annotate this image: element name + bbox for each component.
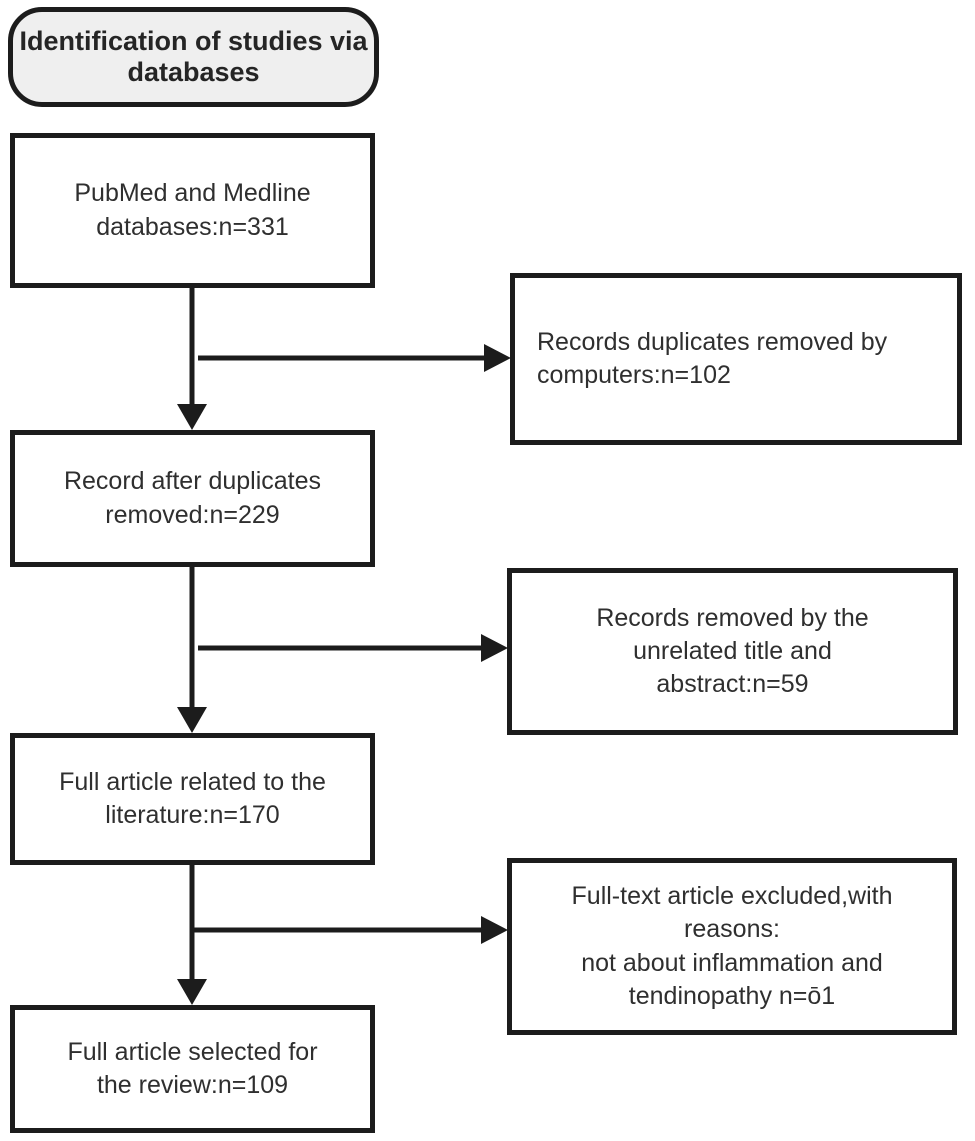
arrow-down-databases-to-after-duplicates: [177, 288, 207, 430]
arrow-right-to-fulltext-excluded: [192, 916, 508, 944]
arrow-right-to-duplicates-removed: [198, 344, 511, 372]
flow-box-databases: PubMed and Medline databases:n=331: [10, 133, 375, 288]
flow-box-unrelated-removed-label: Records removed by the unrelated title a…: [596, 603, 869, 699]
flow-box-fulltext-excluded: Full-text article excluded,with reasons:…: [507, 858, 957, 1035]
flow-box-full-article-selected-label: Full article selected for the review:n=1…: [67, 1037, 318, 1099]
arrow-right-to-unrelated-removed: [198, 634, 508, 662]
flow-box-full-article-related-label: Full article related to the literature:n…: [59, 767, 326, 829]
flow-box-unrelated-removed: Records removed by the unrelated title a…: [507, 568, 958, 735]
title-box-identification: Identification of studies via databases: [8, 7, 379, 107]
arrow-down-full-article-related-to-selected: [177, 865, 207, 1005]
flow-box-after-duplicates: Record after duplicates removed:n=229: [10, 430, 375, 567]
flow-box-fulltext-excluded-label: Full-text article excluded,with reasons:…: [571, 882, 893, 1010]
title-box-label: Identification of studies via databases: [19, 25, 368, 87]
arrow-down-after-duplicates-to-full-article-related: [177, 567, 207, 733]
flow-box-after-duplicates-label: Record after duplicates removed:n=229: [63, 467, 322, 529]
flow-box-duplicates-removed: Records duplicates removed by computers:…: [510, 273, 962, 445]
flow-box-full-article-selected: Full article selected for the review:n=1…: [10, 1005, 375, 1133]
flow-box-databases-label: PubMed and Medline databases:n=331: [74, 179, 311, 241]
flow-box-full-article-related: Full article related to the literature:n…: [10, 733, 375, 865]
flow-box-duplicates-removed-label: Records duplicates removed by computers:…: [537, 327, 888, 389]
